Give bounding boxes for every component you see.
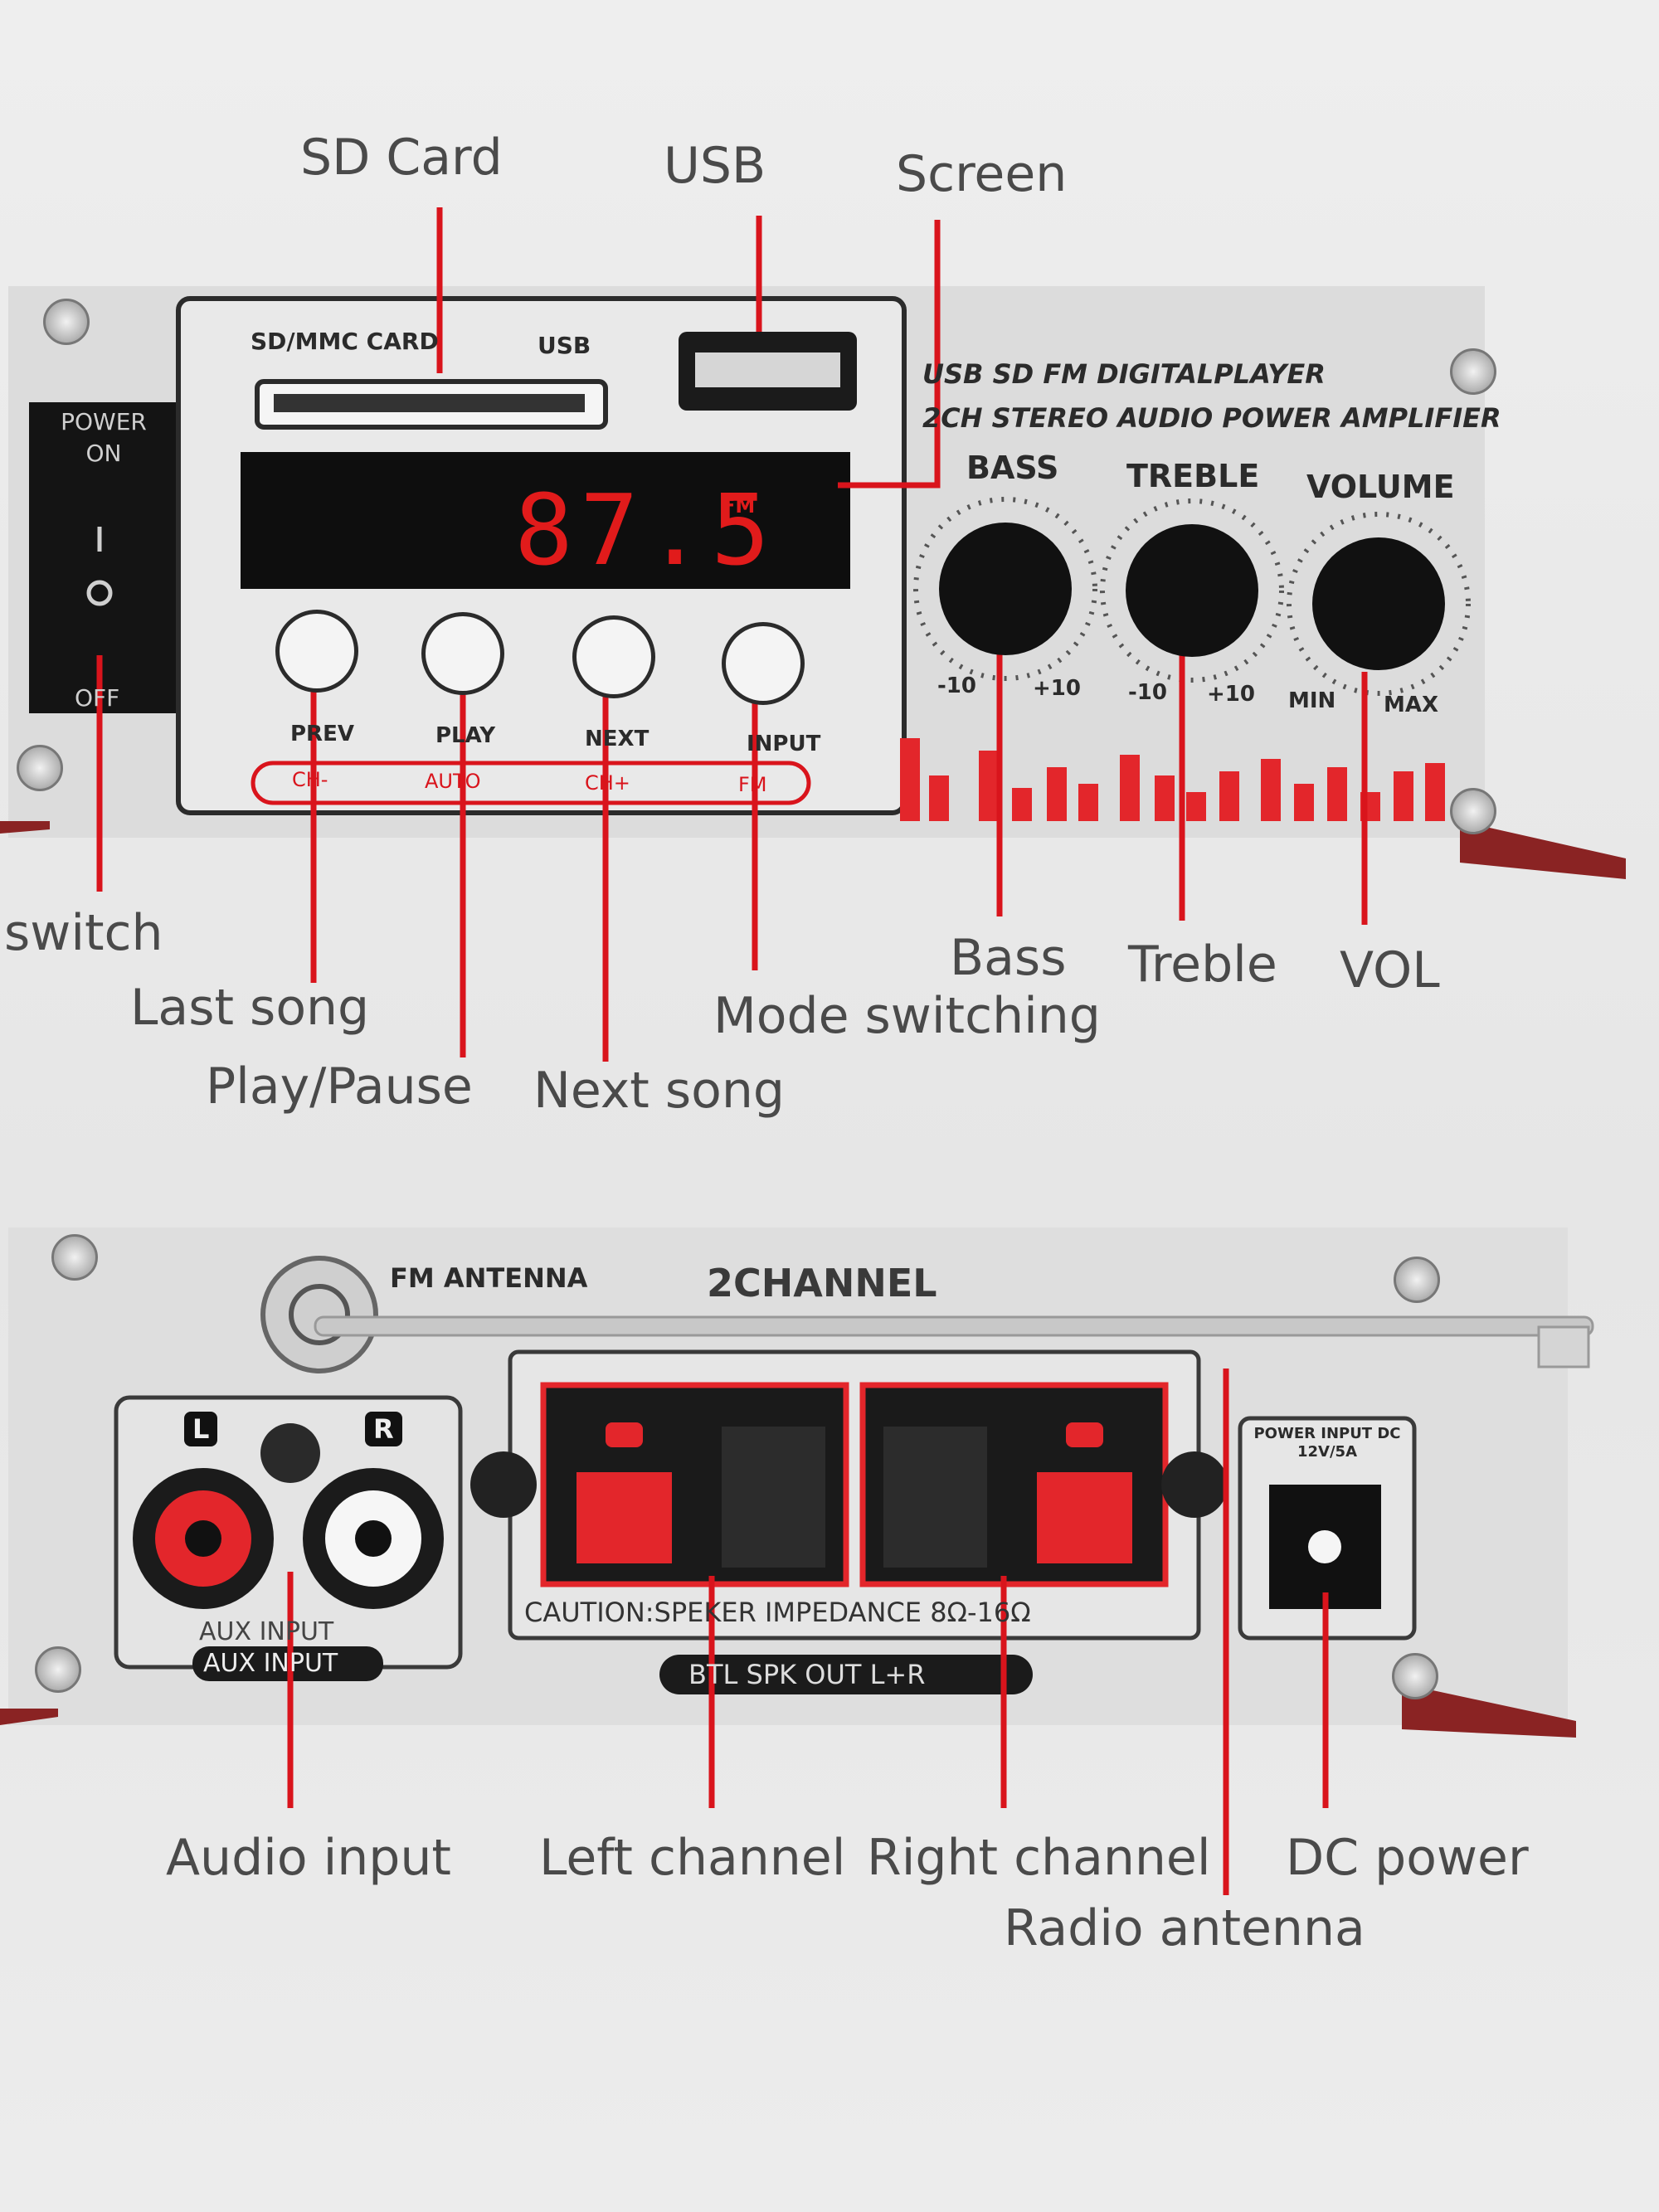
- play-button[interactable]: [421, 612, 504, 695]
- vol-min-label: MIN: [1288, 688, 1335, 713]
- bass-knob-label: BASS: [966, 450, 1058, 486]
- callout-bass: Bass: [950, 929, 1066, 987]
- callout-last-song: Last song: [130, 979, 369, 1037]
- title-line-2: 2CH STEREO AUDIO POWER AMPLIFIER: [922, 402, 1501, 434]
- fm-button-label: FM: [738, 773, 767, 796]
- callout-treble: Treble: [1128, 936, 1277, 994]
- caution-label: CAUTION:SPEKER IMPEDANCE 8Ω-16Ω: [524, 1597, 1031, 1628]
- ch-minus-label: CH-: [292, 768, 328, 791]
- treble-knob-label: TREBLE: [1126, 458, 1259, 494]
- callout-mode-switching: Mode switching: [713, 987, 1101, 1045]
- callout-dc-power: DC power: [1286, 1829, 1529, 1887]
- callout-audio-input: Audio input: [166, 1829, 451, 1887]
- callout-switch: switch: [4, 904, 163, 962]
- treble-max-label: +10: [1207, 682, 1255, 707]
- volume-knob-label: VOLUME: [1306, 469, 1455, 505]
- screw: [51, 1234, 98, 1281]
- callout-play-pause: Play/Pause: [206, 1057, 473, 1116]
- screw: [17, 745, 63, 791]
- ch-plus-label: CH+: [585, 771, 630, 795]
- left-red-terminal: [577, 1472, 672, 1563]
- usb-small-label: USB: [538, 332, 591, 359]
- callout-left-channel: Left channel: [539, 1829, 845, 1887]
- aux-input-top-label: AUX INPUT: [199, 1617, 333, 1646]
- bass-knob[interactable]: [939, 523, 1072, 655]
- callout-vol: VOL: [1340, 941, 1440, 999]
- aux-right-label: R: [365, 1412, 402, 1446]
- btl-label: BTL SPK OUT L+R: [688, 1659, 925, 1690]
- antenna-rod: [315, 1317, 1593, 1335]
- input-button[interactable]: [722, 622, 805, 705]
- auto-label: AUTO: [425, 770, 481, 793]
- input-button-label: INPUT: [747, 732, 820, 756]
- callout-sd-card: SD Card: [300, 129, 503, 187]
- callout-next-song: Next song: [533, 1062, 785, 1120]
- fm-antenna-connector: [263, 1258, 376, 1371]
- channel-label: 2CHANNEL: [707, 1261, 937, 1305]
- prev-button-label: PREV: [290, 722, 354, 746]
- callout-screen: Screen: [896, 145, 1067, 203]
- treble-min-label: -10: [1128, 680, 1167, 705]
- title-line-1: USB SD FM DIGITALPLAYER: [922, 358, 1326, 390]
- aux-left-label: L: [184, 1412, 217, 1446]
- power-label: POWER ON: [46, 406, 162, 469]
- screw: [1392, 1653, 1438, 1699]
- aux-input-bottom-label: AUX INPUT: [203, 1649, 338, 1678]
- fm-antenna-label: FM ANTENNA: [390, 1262, 587, 1294]
- play-button-label: PLAY: [435, 723, 495, 748]
- off-label: OFF: [75, 684, 119, 712]
- right-red-terminal: [1037, 1472, 1132, 1563]
- card-label: SD/MMC CARD: [251, 328, 439, 355]
- screw: [1450, 348, 1496, 395]
- next-button-label: NEXT: [585, 727, 649, 751]
- callout-radio-antenna: Radio antenna: [1004, 1899, 1365, 1957]
- screw: [43, 299, 90, 345]
- bass-max-label: +10: [1033, 676, 1081, 701]
- volume-knob[interactable]: [1312, 537, 1445, 670]
- display-fm-unit: FM: [722, 494, 755, 518]
- display-frequency: 87.5: [514, 473, 776, 587]
- bass-min-label: -10: [937, 673, 976, 698]
- vol-max-label: MAX: [1384, 693, 1438, 717]
- treble-knob[interactable]: [1126, 524, 1258, 657]
- screw: [1450, 788, 1496, 834]
- screw: [1394, 1257, 1440, 1303]
- power-input-label: POWER INPUT DC 12V/5A: [1253, 1425, 1402, 1461]
- next-button[interactable]: [572, 615, 655, 698]
- screw: [35, 1646, 81, 1693]
- prev-button[interactable]: [275, 610, 358, 693]
- callout-usb: USB: [664, 137, 766, 195]
- callout-right-channel: Right channel: [867, 1829, 1211, 1887]
